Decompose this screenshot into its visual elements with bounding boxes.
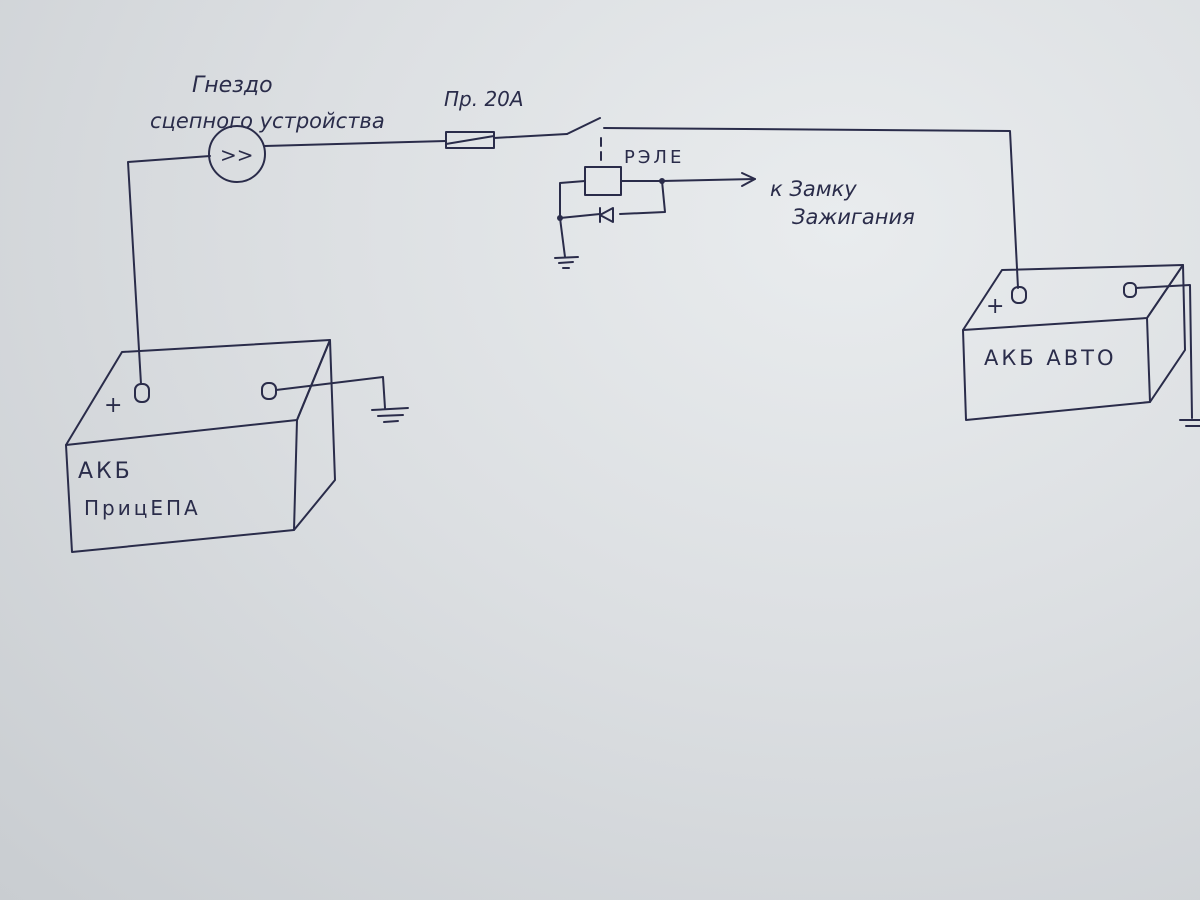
trailer-plus-terminal [134, 383, 150, 403]
socket-label-2: сцепного устройства [150, 109, 385, 133]
ground-symbol-icon [554, 256, 579, 269]
relay: РЭЛЕ [554, 147, 684, 269]
arrow-right-icon [741, 172, 756, 187]
ground-symbol-icon [1179, 419, 1200, 427]
junction-dot [557, 215, 563, 221]
relay-coil-icon [584, 166, 622, 196]
trailer-battery-front [65, 419, 298, 553]
ground-symbol-icon [371, 407, 409, 423]
trailer-battery-label-1: АКБ [78, 459, 133, 484]
trailer-plus-sign: + [104, 393, 122, 418]
trailer-ground-wire [275, 376, 386, 409]
trailer-battery-label-2: ПрицЕПА [84, 496, 201, 520]
trailer-battery-side [293, 339, 336, 531]
trailer-minus-terminal [261, 382, 277, 400]
ignition-label-2: Зажигания [792, 205, 915, 229]
fuse-body-icon [445, 131, 495, 149]
fuse-to-relay-wire [493, 133, 568, 139]
socket-circle-icon [208, 125, 266, 183]
car-plus-sign: + [986, 294, 1004, 319]
car-plus-terminal [1011, 286, 1027, 304]
trailer-plus-wire [127, 155, 211, 385]
car-ground-wire [1135, 284, 1193, 419]
fuse-element [445, 135, 495, 145]
relay-contact-switch-icon [566, 117, 601, 135]
trailer-ground [275, 376, 409, 423]
relay-label: РЭЛЕ [624, 147, 684, 168]
relay-to-car-battery-wire [603, 127, 1019, 289]
socket-symbol: >> [220, 143, 254, 167]
socket-label-1: Гнездо [192, 73, 273, 98]
ignition-label-1: к Замку [770, 177, 857, 201]
trailer-battery: + АКБ ПрицЕПА [65, 339, 336, 553]
fuse-label: Пр. 20А [444, 87, 524, 111]
ignition-lead: к Замку Зажигания [661, 172, 915, 229]
car-battery-side [1146, 264, 1186, 403]
ignition-wire [661, 178, 756, 182]
car-minus-terminal [1123, 282, 1137, 298]
socket-to-fuse-wire [264, 140, 447, 147]
car-battery: + АКБ АВТО [962, 264, 1186, 421]
car-battery-label: АКБ АВТО [984, 346, 1117, 370]
fuse: Пр. 20А [444, 87, 524, 149]
car-battery-front [962, 317, 1151, 421]
car-ground [1135, 284, 1200, 427]
coupling-socket: >> Гнездо сцепного устройства [150, 73, 385, 183]
diode-icon [599, 207, 614, 223]
